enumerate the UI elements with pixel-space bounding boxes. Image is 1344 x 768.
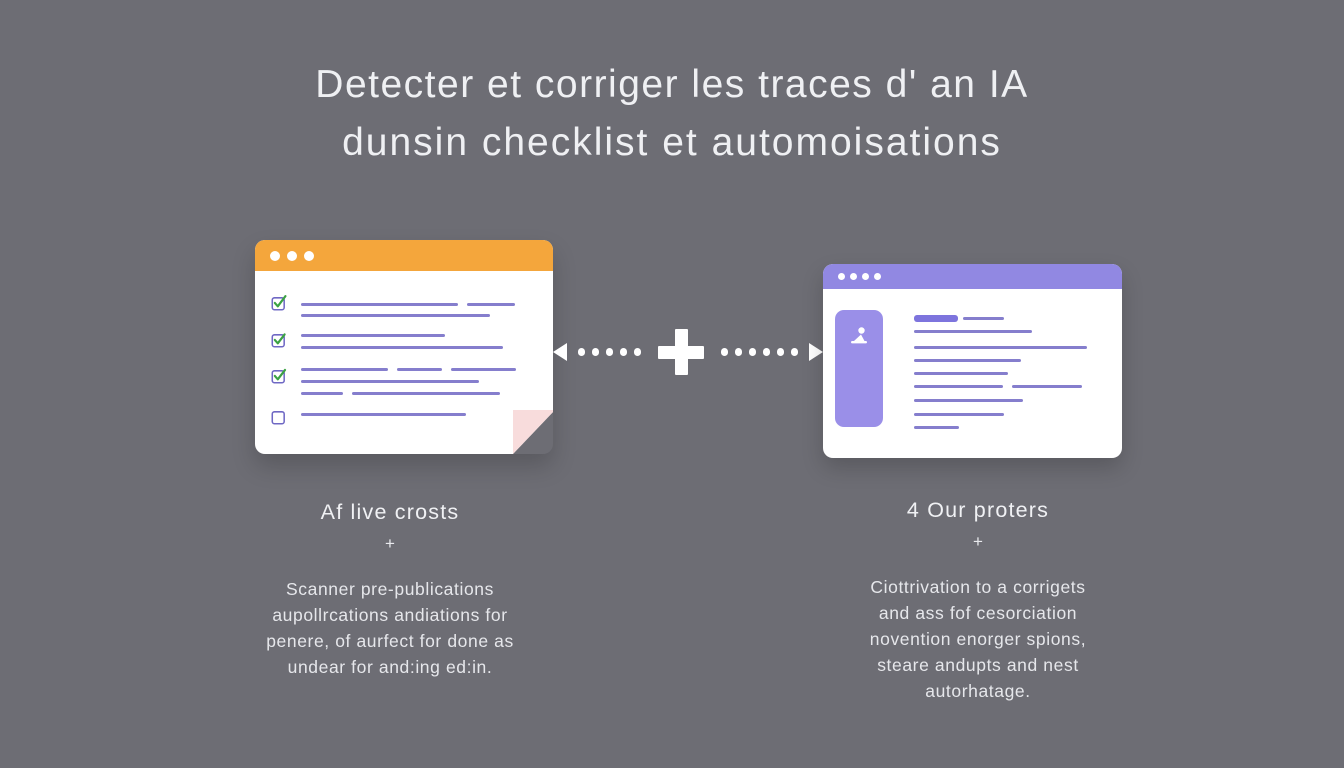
window-dot xyxy=(838,273,845,280)
window-dot xyxy=(270,250,280,261)
text-line-placeholder xyxy=(914,346,1087,349)
caption-line: and ass fof cesorciation xyxy=(878,603,1078,623)
caption-line: autorhatage. xyxy=(925,681,1031,701)
caption-line: undear for and:ing ed:in. xyxy=(287,657,493,677)
left-caption-plus: + xyxy=(385,534,395,553)
window-titlebar xyxy=(823,264,1122,289)
checklist-card xyxy=(255,240,553,454)
right-caption-plus: + xyxy=(973,532,983,551)
page-title: Detecter et corriger les traces d' an IA… xyxy=(0,56,1344,172)
caption-line: Scanner pre-publications xyxy=(286,579,494,599)
text-line-placeholder xyxy=(301,346,503,349)
window-dot xyxy=(874,273,881,280)
person-writing-icon xyxy=(851,327,867,344)
text-line-placeholder xyxy=(301,368,516,371)
text-line-placeholder xyxy=(914,372,1008,375)
text-line-placeholder xyxy=(301,334,445,337)
checkbox-checked-icon xyxy=(271,368,287,384)
text-line-placeholder xyxy=(914,330,1032,333)
left-caption: Af live crosts + Scanner pre-publication… xyxy=(240,500,540,680)
text-line-placeholder xyxy=(963,317,1004,320)
caption-line: penere, of aurfect for done as xyxy=(266,631,514,651)
left-caption-body: Scanner pre-publications aupollrcations … xyxy=(240,576,540,680)
caption-line: novention enorger spions, xyxy=(869,629,1087,649)
text-line-placeholder xyxy=(301,413,466,416)
title-line-2: dunsin checklist et automoisations xyxy=(342,121,1002,164)
window-dot xyxy=(287,250,297,261)
checkbox-checked-icon xyxy=(271,295,287,311)
window-titlebar xyxy=(255,240,553,271)
caption-line: steare andupts and nest xyxy=(877,655,1079,675)
text-line-placeholder xyxy=(914,385,1082,388)
text-line-placeholder xyxy=(301,314,490,317)
text-line-placeholder xyxy=(301,392,500,395)
author-panel xyxy=(835,310,883,427)
right-caption: 4 Our proters + Ciottrivation to a corri… xyxy=(828,498,1128,704)
dotted-line-left xyxy=(577,348,642,356)
right-caption-body: Ciottrivation to a corrigets and ass fof… xyxy=(828,574,1128,704)
heading-placeholder xyxy=(914,315,958,322)
connector xyxy=(553,329,823,375)
window-dot xyxy=(850,273,857,280)
arrow-left-icon xyxy=(553,343,567,361)
text-line-placeholder xyxy=(914,399,1023,402)
window-dot xyxy=(862,273,869,280)
checkbox-checked-icon xyxy=(271,333,286,348)
text-line-placeholder xyxy=(914,426,959,429)
caption-line: aupollrcations andiations for xyxy=(272,605,508,625)
caption-line: Ciottrivation to a corrigets xyxy=(870,577,1086,597)
window-dot xyxy=(304,250,314,261)
text-line-placeholder xyxy=(301,303,515,306)
plus-icon xyxy=(658,329,704,375)
title-line-1: Detecter et corriger les traces d' an IA xyxy=(315,63,1029,106)
left-caption-heading: Af live crosts xyxy=(320,500,460,524)
text-line-placeholder xyxy=(914,359,1021,362)
document-card xyxy=(823,264,1122,458)
text-line-placeholder xyxy=(914,413,1004,416)
text-line-placeholder xyxy=(301,380,479,383)
right-caption-heading: 4 Our proters xyxy=(906,498,1050,522)
arrow-right-icon xyxy=(809,343,823,361)
dotted-line-right xyxy=(720,348,799,356)
checkbox-empty-icon xyxy=(271,411,285,425)
